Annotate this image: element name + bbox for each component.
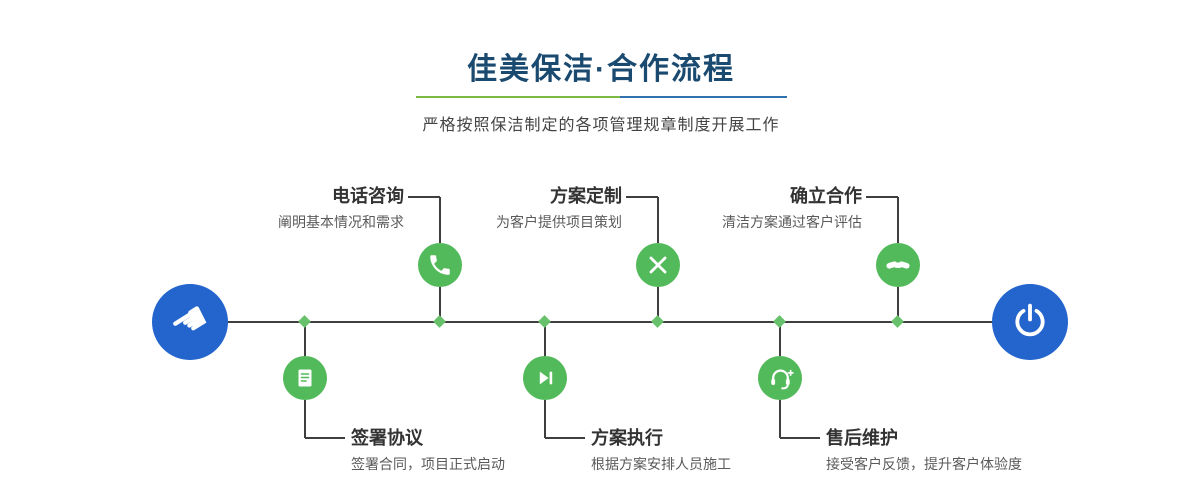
connector-line [779,323,781,356]
connector-line [544,323,546,356]
connector-line [897,287,899,322]
step-label: 售后维护 接受客户反馈，提升客户体验度 [826,428,1022,472]
timeline-node-diamond [891,315,904,328]
contract-icon [298,369,312,387]
step-desc: 清洁方案通过客户评估 [722,214,862,230]
step-title: 方案定制 [550,186,622,206]
step-icon-circle [636,243,680,287]
timeline-start-circle: ☚ [152,284,228,360]
page-title: 佳美保洁·合作流程 [467,53,735,86]
timeline-node-diamond [651,315,664,328]
connector-line [626,196,658,198]
step-label: 签署协议 签署合同，项目正式启动 [351,428,505,472]
power-icon [1015,303,1045,337]
timeline-line [190,321,1030,323]
connector-line [545,437,585,439]
connector-line [866,196,898,198]
timeline-node-diamond [538,315,551,328]
timeline-end-circle [992,284,1068,360]
connector-line [897,197,899,243]
connector-line [439,197,441,243]
step-icon-circle [876,243,920,287]
step-label: 方案定制 为客户提供项目策划 [496,186,622,230]
step-desc: 签署合同，项目正式启动 [351,456,505,472]
connector-line [657,287,659,322]
step-title: 售后维护 [826,428,898,448]
connector-line [439,287,441,322]
step-label: 电话咨询 阐明基本情况和需求 [278,186,404,230]
step-desc: 根据方案安排人员施工 [591,456,731,472]
step-icon-circle [523,356,567,400]
handshake-icon [886,261,910,269]
step-title: 确立合作 [790,186,862,206]
connector-line [780,437,820,439]
timeline-node-diamond [773,315,786,328]
step-label: 方案执行 根据方案安排人员施工 [591,428,731,472]
design-pencil-icon [649,256,667,274]
step-title: 签署协议 [351,428,423,448]
timeline-node-diamond [298,315,311,328]
step-icon-circle [418,243,462,287]
connector-line [304,400,306,438]
step-title: 电话咨询 [332,186,404,206]
phone-icon [430,255,450,275]
step-desc: 为客户提供项目策划 [496,214,622,230]
step-desc: 接受客户反馈，提升客户体验度 [826,456,1022,472]
connector-line [305,437,345,439]
step-desc: 阐明基本情况和需求 [278,214,404,230]
step-icon-circle [758,356,802,400]
step-title: 方案执行 [591,428,663,448]
play-icon [539,371,553,385]
hand-pointer-icon: ☚ [161,291,219,352]
page-subtitle: 严格按照保洁制定的各项管理规章制度开展工作 [422,117,780,134]
connector-line [304,323,306,356]
timeline-node-diamond [433,315,446,328]
step-icon-circle [283,356,327,400]
step-label: 确立合作 清洁方案通过客户评估 [722,186,862,230]
connector-line [657,197,659,243]
connector-line [779,400,781,438]
title-divider [416,96,787,98]
connector-line [408,196,440,198]
headset-icon [770,369,794,389]
connector-line [544,400,546,438]
